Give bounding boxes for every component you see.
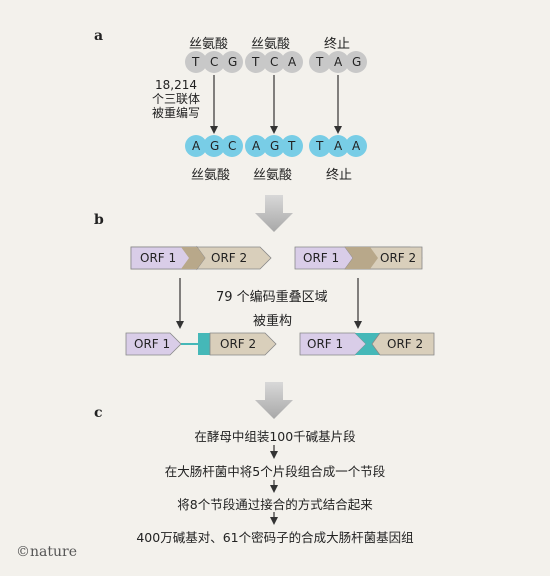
orf1-label-bottom-right: ORF 1 [307,337,344,351]
top-nt-2-2: C [270,55,279,69]
bottom-nt-2-1: A [252,139,261,153]
step-3: 将8个节段通过接合的方式结合起来 [177,497,373,512]
bottom-codon-group-3 [309,135,367,157]
top-nt-1-3: G [228,55,238,69]
step-2: 在大肠杆菌中将5个片段组合成一个节段 [164,464,386,479]
orf-overlap-right [294,246,423,270]
orf2-label-top-right: ORF 2 [380,251,417,265]
top-nt-3-1: T [316,55,324,69]
bottom-nt-3-2: A [334,139,343,153]
top-amino-2: 丝氨酸 [251,37,291,52]
top-codon-group-1 [185,51,243,73]
top-codon-group-2 [245,51,303,73]
orf1-label-top-left: ORF 1 [140,251,177,265]
orf2-label-bottom-right: ORF 2 [387,337,424,351]
top-amino-1: 丝氨酸 [189,37,229,52]
top-codon-group-3 [309,51,367,73]
recode-count-label: 18,214 个三联体 被重编写 [148,78,204,120]
bottom-codon-group-1 [185,135,243,157]
bottom-nt-2-3: T [288,139,296,153]
bottom-amino-1: 丝氨酸 [191,168,231,183]
bottom-nt-2-2: G [270,139,280,153]
recode-line-2: 个三联体 [151,92,200,106]
bottom-nt-3-1: T [316,139,324,153]
bottom-nt-1-3: C [228,139,237,153]
recode-count: 18,214 [155,78,197,92]
copyright-logo: ©nature [16,544,77,560]
bottom-nt-1-2: G [210,139,220,153]
big-down-arrow-1 [255,195,293,232]
overlap-caption: 79 个编码重叠区域 [216,290,328,305]
step-4: 400万碱基对、61个密码子的合成大肠杆菌基因组 [136,530,414,545]
top-nt-2-3: A [288,55,297,69]
top-nt-1-2: C [210,55,219,69]
orf2-label-bottom-left: ORF 2 [220,337,257,351]
bottom-nt-1-1: A [192,139,201,153]
panel-label-b: b [94,212,104,228]
panel-label-a: a [94,28,104,44]
top-nt-1-1: T [192,55,200,69]
panel-label-c: c [94,405,103,421]
bottom-amino-2: 丝氨酸 [253,168,293,183]
orf-restructured-right [299,332,435,356]
big-down-arrow-2 [255,382,293,419]
restructure-caption: 被重构 [253,314,293,329]
top-nt-3-3: G [352,55,362,69]
bottom-codon-group-2 [245,135,303,157]
orf-restructured-left [125,332,277,356]
orf1-label-top-right: ORF 1 [303,251,340,265]
orf-overlap-left [130,245,272,271]
top-nt-3-2: A [334,55,343,69]
recode-line-3: 被重编写 [151,106,200,120]
orf2-label-top-left: ORF 2 [211,251,248,265]
bottom-nt-3-3: A [352,139,361,153]
orf1-label-bottom-left: ORF 1 [134,337,171,351]
top-nt-2-1: T [252,55,260,69]
step-1: 在酵母中组装100千碱基片段 [194,429,356,444]
top-amino-3: 终止 [324,37,351,52]
bottom-amino-3: 终止 [326,168,353,183]
